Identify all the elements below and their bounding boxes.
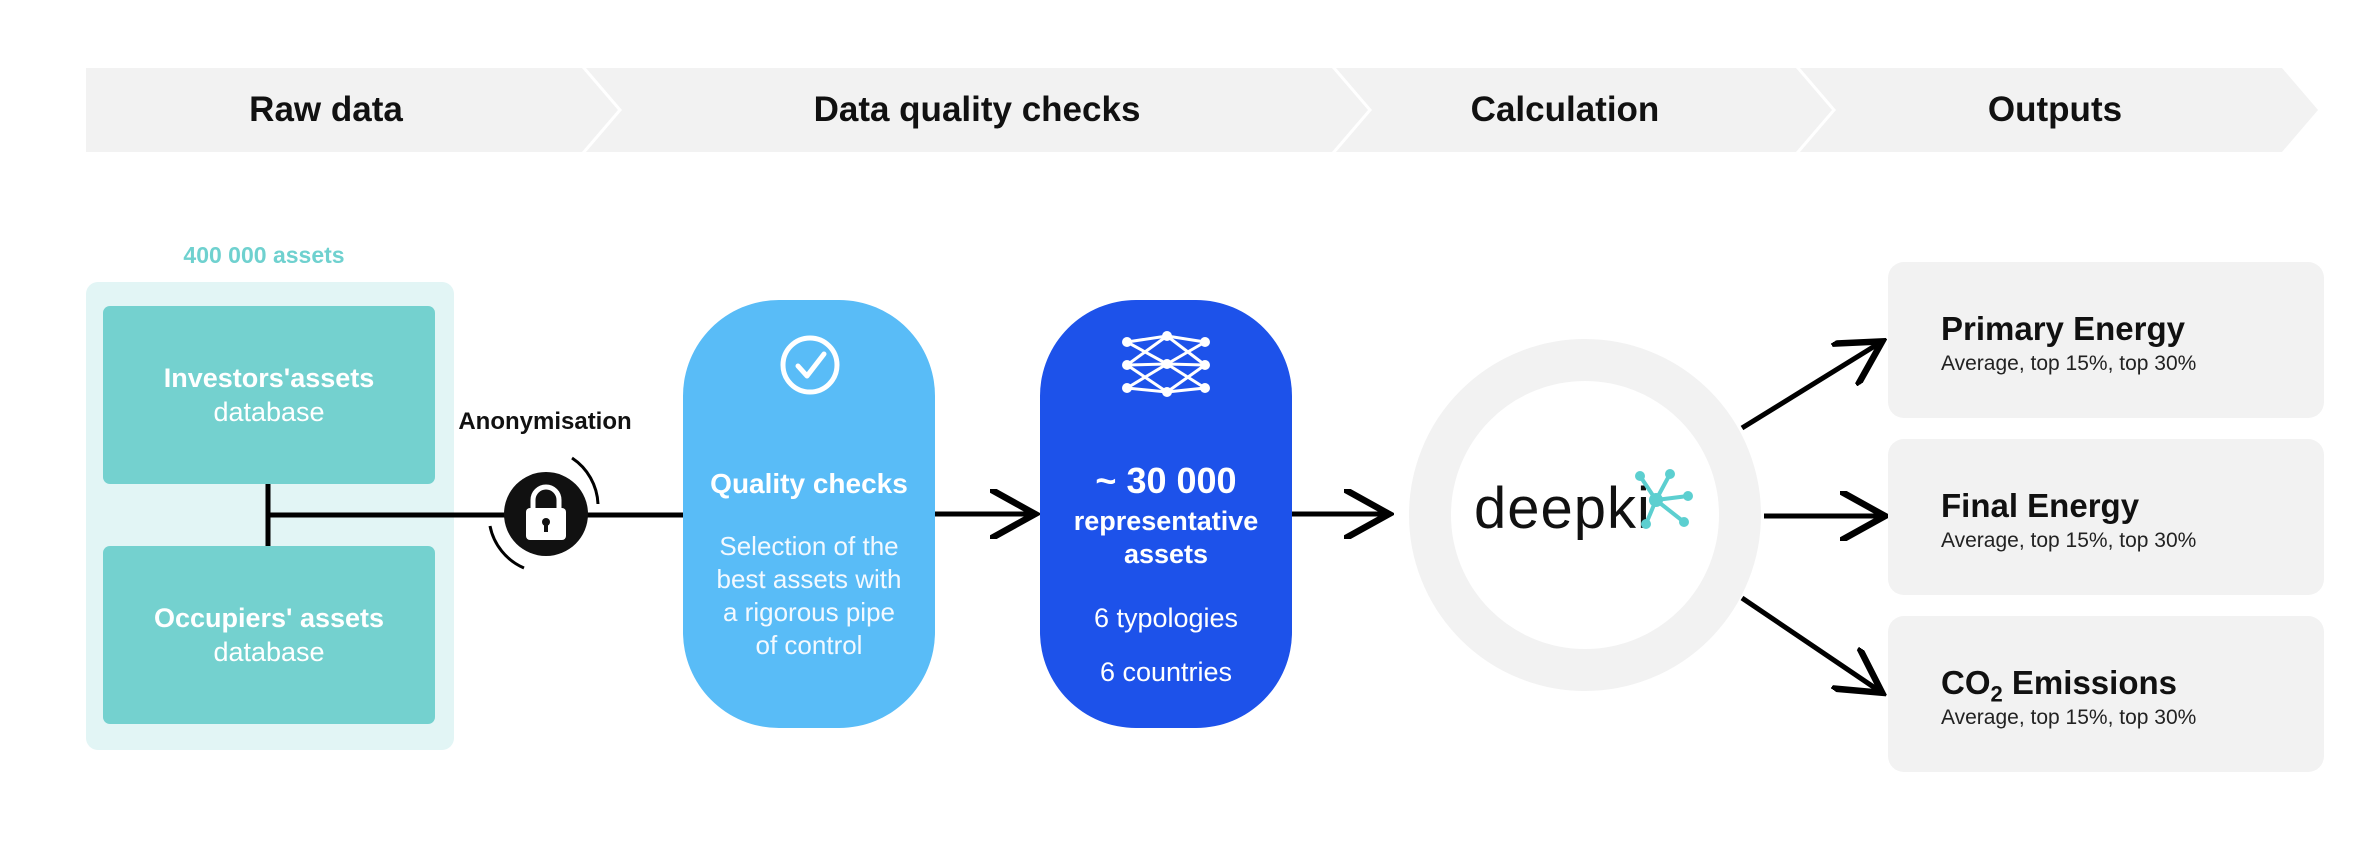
representative-label: representative assets bbox=[1050, 505, 1282, 571]
stage-header-band bbox=[86, 68, 2318, 152]
output-co2-emissions: CO2 Emissions Average, top 15%, top 30% bbox=[1888, 616, 2324, 772]
arrow-calc-to-primary bbox=[1740, 344, 1878, 431]
occupiers-db-title: Occupiers' assets bbox=[153, 603, 385, 633]
representative-assets-box: ~ 30 000 representative assets 6 typolog… bbox=[1040, 300, 1292, 728]
deepki-logo-text: deepki bbox=[1474, 476, 1651, 541]
quality-checks-box: Quality checks Selection of the best ass… bbox=[683, 300, 935, 728]
investors-db-subtitle: database bbox=[213, 397, 325, 427]
stage-arrow-outputs bbox=[1800, 68, 2318, 152]
representative-count: ~ 30 000 bbox=[1095, 460, 1237, 501]
stage-arrow-calculation bbox=[1336, 68, 1832, 152]
co2-main: CO bbox=[1941, 664, 1991, 701]
occupiers-database-box: Occupiers' assets database bbox=[103, 546, 435, 724]
output-title: CO2 Emissions bbox=[1941, 664, 2177, 708]
network-node-icon bbox=[1635, 469, 1693, 529]
stage-arrow-raw-data bbox=[86, 68, 618, 152]
neural-network-icon bbox=[1122, 331, 1210, 397]
occupiers-db-subtitle: database bbox=[213, 637, 325, 667]
representative-label-line: assets bbox=[1123, 539, 1209, 569]
representative-label-line: representative bbox=[1073, 506, 1259, 536]
assets-count: 400 000 assets bbox=[183, 242, 345, 268]
co2-rest: Emissions bbox=[2002, 664, 2177, 701]
output-subtitle: Average, top 15%, top 30% bbox=[1941, 529, 2197, 552]
stage-label-calculation: Calculation bbox=[1470, 90, 1660, 129]
co2-subscript: 2 bbox=[1990, 681, 2003, 707]
output-title: Primary Energy bbox=[1941, 310, 2185, 347]
output-subtitle: Average, top 15%, top 30% bbox=[1941, 352, 2197, 375]
output-subtitle: Average, top 15%, top 30% bbox=[1941, 706, 2197, 729]
check-circle-icon bbox=[780, 335, 840, 395]
output-final-energy: Final Energy Average, top 15%, top 30% bbox=[1888, 439, 2324, 595]
quality-desc-line: Selection of the bbox=[719, 531, 899, 561]
quality-desc-line: a rigorous pipe bbox=[723, 597, 895, 627]
anonymisation-label: Anonymisation bbox=[458, 408, 632, 435]
typologies-count: 6 typologies bbox=[1093, 603, 1239, 633]
arrow-calc-to-co2 bbox=[1740, 595, 1878, 690]
stage-arrow-quality bbox=[586, 68, 1368, 152]
quality-desc-line: of control bbox=[755, 630, 863, 660]
stage-label-quality-checks: Data quality checks bbox=[813, 90, 1141, 129]
countries-count: 6 countries bbox=[1099, 657, 1233, 687]
calculation-ring bbox=[1409, 339, 1761, 691]
lock-icon bbox=[488, 456, 600, 570]
investors-db-title: Investors'assets bbox=[163, 363, 375, 393]
stage-label-raw-data: Raw data bbox=[249, 90, 403, 129]
output-title: Final Energy bbox=[1941, 487, 2140, 524]
quality-checks-title: Quality checks bbox=[710, 468, 908, 499]
investors-database-box: Investors'assets database bbox=[103, 306, 435, 484]
quality-checks-description: Selection of the best assets with a rigo… bbox=[701, 530, 917, 662]
stage-label-outputs: Outputs bbox=[1987, 90, 2123, 129]
output-primary-energy: Primary Energy Average, top 15%, top 30% bbox=[1888, 262, 2324, 418]
quality-desc-line: best assets with bbox=[716, 564, 902, 594]
